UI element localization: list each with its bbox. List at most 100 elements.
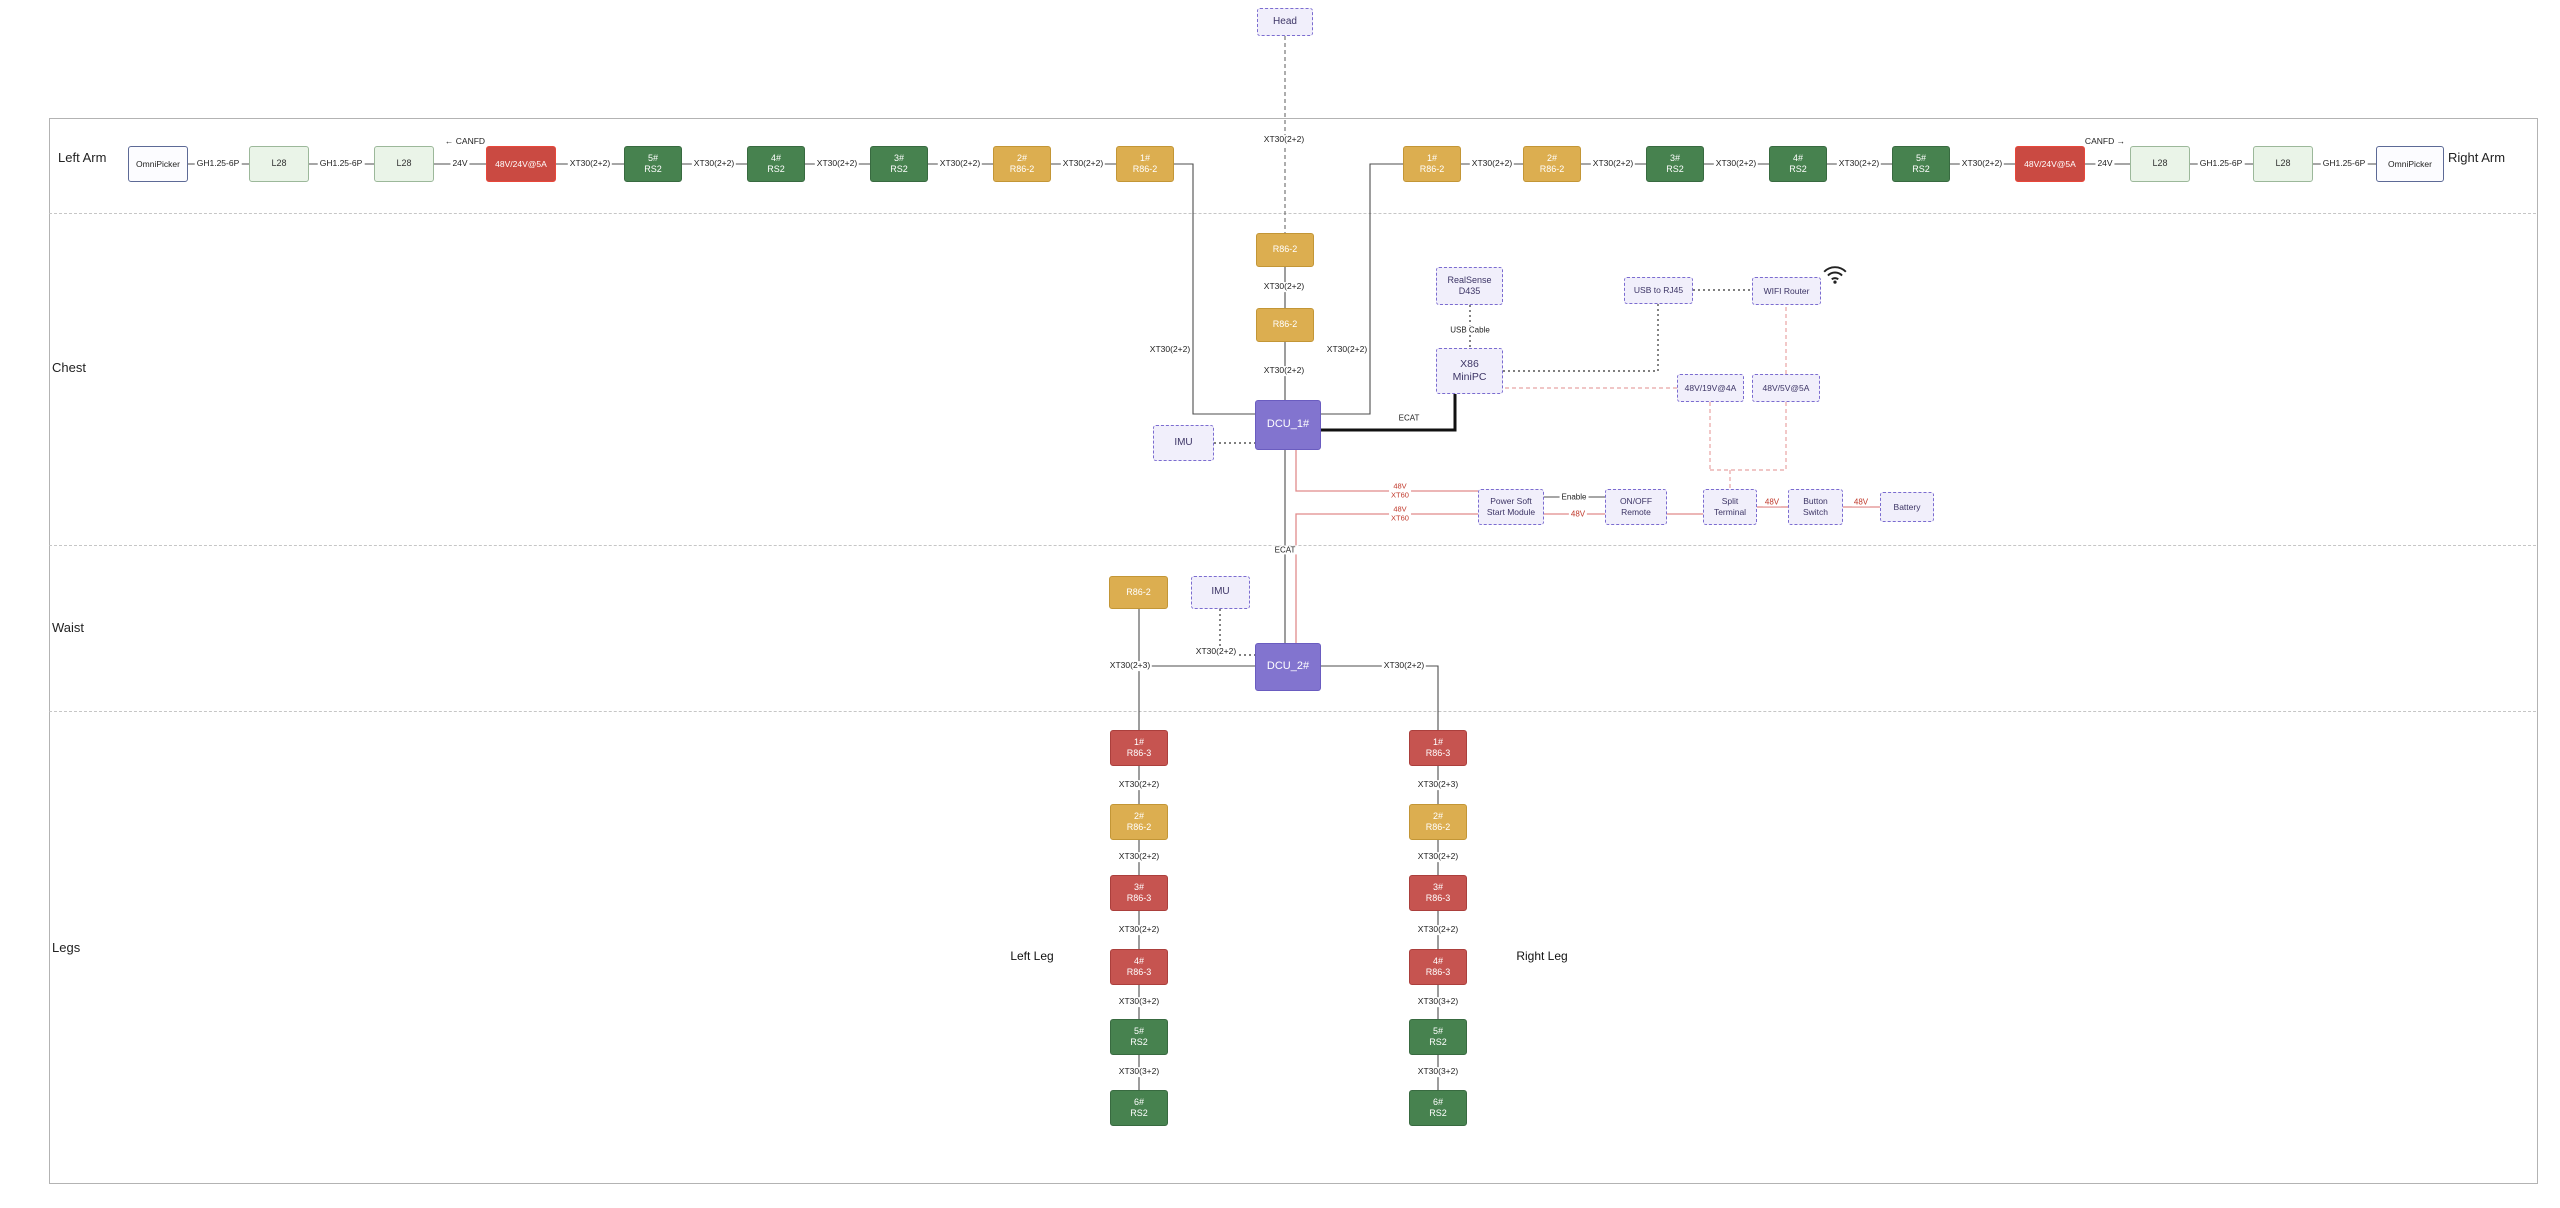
connector-label: GH1.25-6P: [2197, 158, 2245, 169]
dcu-2: DCU_2#: [1255, 643, 1321, 691]
rs2-5-left-arm: 5#RS2: [624, 146, 682, 182]
l28-right-outer: L28: [2253, 146, 2313, 182]
r86-2-2-right-leg: 2#R86-2: [1409, 804, 1467, 840]
right-leg-label: Right Leg: [1516, 949, 1568, 964]
ecat-label: ECAT: [1272, 545, 1298, 555]
connector-label: XT30(2+2): [1381, 660, 1427, 671]
connector-label: GH1.25-6P: [2320, 158, 2368, 169]
r86-neck-1: R86-2: [1256, 233, 1314, 267]
connector-label: XT30(2+2): [937, 158, 983, 169]
connector-label: XT30(2+2): [1469, 158, 1515, 169]
omnipicker-right: OmniPicker: [2376, 146, 2444, 182]
power-48v-label: 48V: [1568, 509, 1588, 519]
section-left-arm: Left Arm: [58, 150, 107, 165]
l28-right-inner: L28: [2130, 146, 2190, 182]
r86-3-3-right-leg: 3#R86-3: [1409, 875, 1467, 911]
canfd-left-label: ← CANFD: [444, 136, 486, 147]
connector-label: GH1.25-6P: [194, 158, 242, 169]
connector-label: XT30(2+3): [1415, 779, 1461, 790]
ecat-label: ECAT: [1396, 413, 1422, 423]
connector-label: XT30(2+2): [1116, 851, 1162, 862]
imu-waist: IMU: [1191, 576, 1250, 609]
dcdc-19v: 48V/19V@4A: [1677, 374, 1744, 402]
edge-wire: [1321, 163, 1403, 415]
connector-label: XT30(2+2): [1193, 646, 1239, 657]
connector-label: XT30(3+2): [1116, 1066, 1162, 1077]
rs2-5-right-leg: 5#RS2: [1409, 1019, 1467, 1055]
r86-waist: R86-2: [1109, 576, 1168, 609]
power-48v-label: 48V: [1762, 497, 1782, 507]
r86-2-2-left-leg: 2#R86-2: [1110, 804, 1168, 840]
connector-label: XT30(2+2): [567, 158, 613, 169]
r86-3-1-left-leg: 1#R86-3: [1110, 730, 1168, 766]
left-leg-label: Left Leg: [1010, 949, 1054, 964]
rs2-4-left-arm: 4#RS2: [747, 146, 805, 182]
connector-label: 24V: [2095, 158, 2115, 169]
r86-3-4-left-leg: 4#R86-3: [1110, 949, 1168, 985]
r86-3-1-right-leg: 1#R86-3: [1409, 730, 1467, 766]
r86-2-left-arm: 2#R86-2: [993, 146, 1051, 182]
edge-pink: [1295, 513, 1478, 643]
section-right-arm: Right Arm: [2448, 150, 2506, 165]
usb-to-rj45: USB to RJ45: [1624, 277, 1693, 304]
battery: Battery: [1880, 492, 1934, 522]
rs2-5-right-arm: 5#RS2: [1892, 146, 1950, 182]
rs2-6-left-leg: 6#RS2: [1110, 1090, 1168, 1126]
connector-label: XT30(2+2): [1261, 281, 1307, 292]
l28-left-outer: L28: [249, 146, 309, 182]
edge-wire: [1174, 163, 1255, 415]
enable-label: Enable: [1559, 492, 1589, 502]
r86-3-4-right-leg: 4#R86-3: [1409, 949, 1467, 985]
connector-label: XT30(2+2): [1415, 924, 1461, 935]
usb-cable-label: USB Cable: [1448, 325, 1492, 335]
rs2-3-left-arm: 3#RS2: [870, 146, 928, 182]
wifi-icon: [1822, 262, 1848, 293]
connector-label: XT30(2+2): [1959, 158, 2005, 169]
section-chest: Chest: [52, 360, 86, 375]
edge-wire: [1321, 665, 1439, 730]
edge-dot: [1503, 304, 1659, 372]
dcdc-5v: 48V/5V@5A: [1752, 374, 1820, 402]
dcdc-right-arm: 48V/24V@5A: [2015, 146, 2085, 182]
r86-2-right-arm: 2#R86-2: [1523, 146, 1581, 182]
imu-chest: IMU: [1153, 425, 1214, 461]
canfd-right-label: CANFD →: [2084, 136, 2126, 147]
connector-label: XT30(2+2): [1116, 924, 1162, 935]
edge-thick: [1321, 394, 1457, 432]
connector-label: XT30(2+3): [1107, 660, 1153, 671]
connector-label: 24V: [450, 158, 470, 169]
arms-chest-divider: [49, 213, 2536, 214]
r86-1-right-arm: 1#R86-2: [1403, 146, 1461, 182]
edge-pink: [1295, 450, 1478, 492]
connector-label: XT30(2+2): [1060, 158, 1106, 169]
section-waist: Waist: [52, 620, 85, 635]
wifi-router: WIFI Router: [1752, 277, 1821, 305]
power-48v-label: 48V: [1851, 497, 1871, 507]
connector-label: XT30(3+2): [1415, 1066, 1461, 1077]
diagram-frame: [49, 118, 2538, 1184]
connector-label: XT30(2+2): [1116, 779, 1162, 790]
dcu-1: DCU_1#: [1255, 400, 1321, 450]
connector-label: XT30(3+2): [1116, 996, 1162, 1007]
connector-label: XT30(2+2): [691, 158, 737, 169]
connector-label: GH1.25-6P: [317, 158, 365, 169]
connector-label: XT30(3+2): [1415, 996, 1461, 1007]
connector-label: XT30(2+2): [1836, 158, 1882, 169]
rs2-3-right-arm: 3#RS2: [1646, 146, 1704, 182]
head-box: Head: [1257, 8, 1313, 36]
omnipicker-left: OmniPicker: [128, 146, 188, 182]
connector-label: XT30(2+2): [1415, 851, 1461, 862]
dcdc-left-arm: 48V/24V@5A: [486, 146, 556, 182]
r86-1-left-arm: 1#R86-2: [1116, 146, 1174, 182]
connector-label: XT30(2+2): [1261, 365, 1307, 376]
connector-label: XT30(2+2): [814, 158, 860, 169]
